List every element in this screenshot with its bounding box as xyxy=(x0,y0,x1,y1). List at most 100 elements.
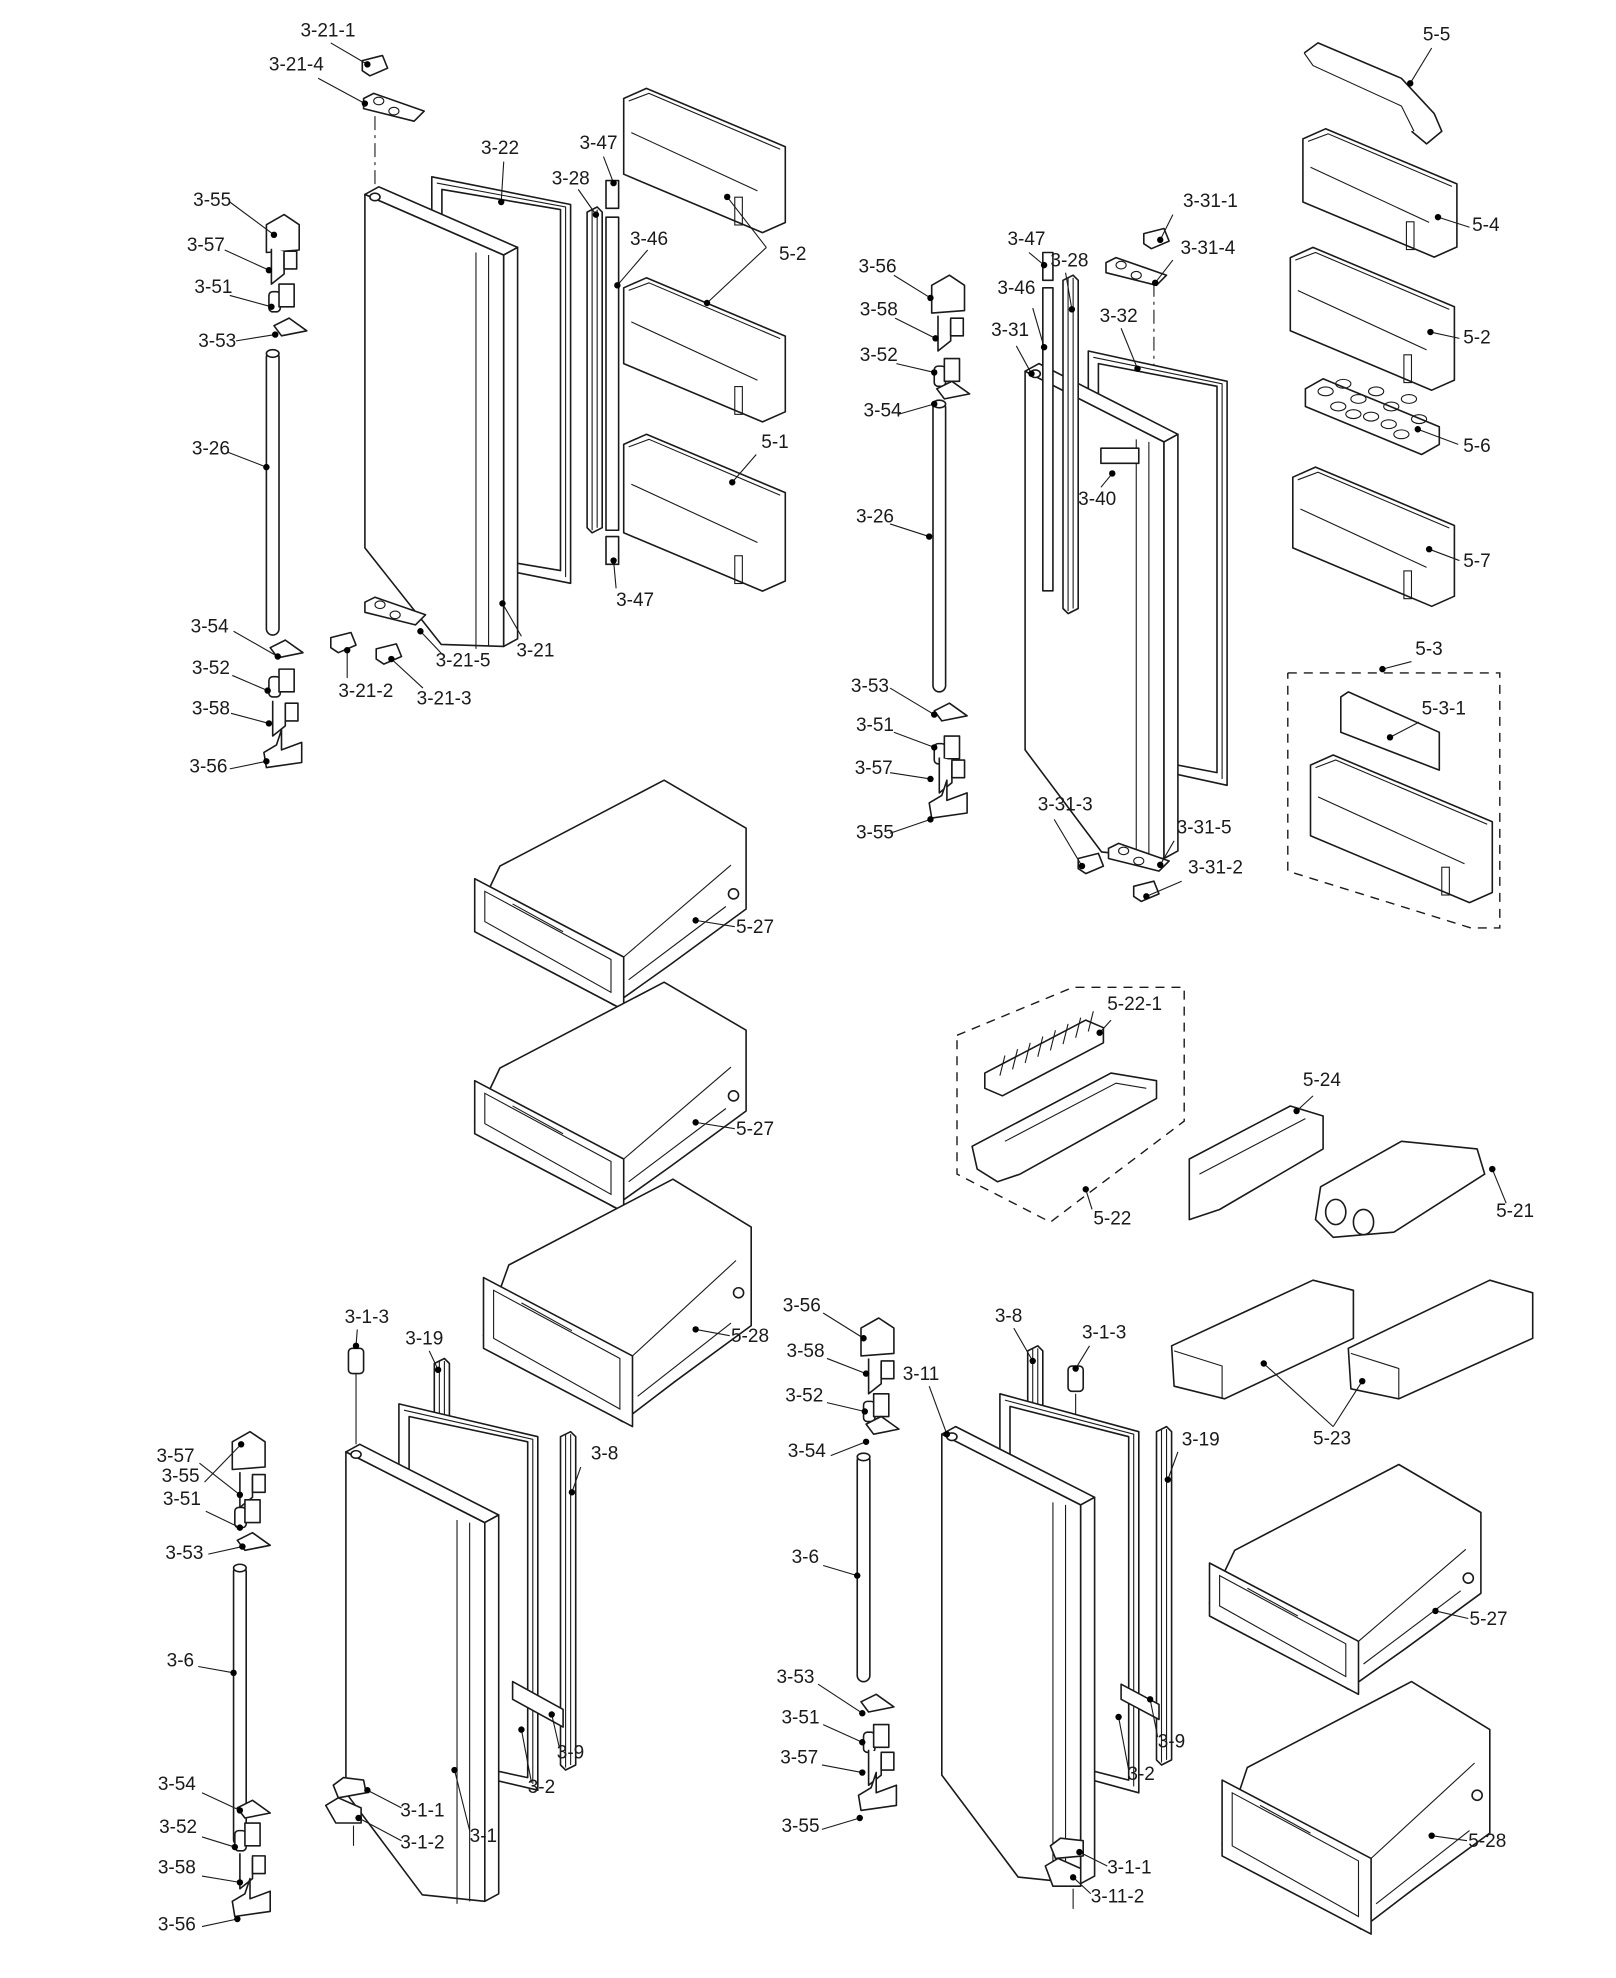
callout-3-47-b: 3-47 xyxy=(610,557,654,611)
leader-line xyxy=(229,294,272,308)
callout-dot xyxy=(859,1739,866,1746)
part-number-label: 3-46 xyxy=(997,278,1035,299)
callout-3-8-b: 3-8 xyxy=(995,1306,1036,1365)
callout-dot xyxy=(1028,370,1035,377)
part-number-label: 3-52 xyxy=(860,345,898,366)
leader-line xyxy=(821,1817,860,1830)
part-number-label: 3-8 xyxy=(591,1443,618,1464)
leader-line xyxy=(695,919,735,928)
part-number-label: 5-3-1 xyxy=(1422,699,1466,720)
part-number-label: 3-56 xyxy=(783,1296,821,1317)
door-basket-5-3-rim xyxy=(1315,759,1488,825)
label-plate-3-40 xyxy=(1100,447,1140,465)
door-basket-5-7-inner xyxy=(1300,508,1427,568)
egg-cup xyxy=(1410,414,1428,425)
pocket-bin-5-23-left xyxy=(1170,1279,1355,1400)
mullion-seal-3-28 xyxy=(586,206,604,534)
leader-line xyxy=(520,1729,533,1783)
callout-dot xyxy=(692,1326,699,1333)
leader-line xyxy=(201,1875,240,1883)
callout-dot xyxy=(610,557,617,564)
callout-dot xyxy=(268,303,275,310)
ejector-tooth xyxy=(1011,1049,1019,1070)
callout-3-53-d: 3-53 xyxy=(776,1667,866,1717)
callout-3-57-d: 3-57 xyxy=(780,1748,866,1776)
door-panel-3-11-side xyxy=(1079,1496,1096,1885)
hinge-bracket-3-57-plate xyxy=(283,250,298,270)
hinge-pin-3-52-lower-plate xyxy=(244,1822,261,1847)
ice-maker-frame-5-24 xyxy=(1188,1105,1324,1221)
hinge-cover-3-55 xyxy=(265,213,301,254)
part-number-label: 3-8 xyxy=(995,1306,1022,1327)
callout-5-23: 5-23 xyxy=(1260,1360,1366,1449)
crisper-drawer-5-27-right-front xyxy=(1208,1562,1360,1696)
callout-dot xyxy=(270,231,278,239)
part-number-label: 3-40 xyxy=(1078,489,1116,510)
callout-dot xyxy=(265,720,273,727)
egg-cup xyxy=(1380,419,1397,430)
callout-dot xyxy=(361,100,369,107)
crisper-drawer-5-28-right-front-panel xyxy=(1231,1791,1360,1918)
callout-dot xyxy=(263,758,270,765)
leader-line xyxy=(706,247,767,304)
callout-dot xyxy=(1115,1713,1122,1721)
part-number-label: 3-31-3 xyxy=(1038,795,1093,816)
leader-line xyxy=(822,1724,863,1743)
callout-dot xyxy=(230,1669,237,1677)
part-number-label: 3-56 xyxy=(158,1914,196,1935)
crisper-drawer-5-28-front xyxy=(482,1276,634,1428)
part-number-label: 3-53 xyxy=(198,331,236,352)
callout-dot xyxy=(388,655,395,663)
callout-5-2-a: 5-2 xyxy=(703,193,806,307)
callout-3-56-c: 3-56 xyxy=(158,1914,241,1935)
leader-line xyxy=(1435,1610,1469,1620)
assembly-outline-5-22 xyxy=(956,986,1185,1223)
callout-dot xyxy=(1109,470,1116,477)
part-number-label: 3-21-5 xyxy=(436,651,491,672)
part-number-label: 3-2 xyxy=(528,1777,555,1798)
hinge-pin-3-51-right-plate xyxy=(943,735,961,760)
leader-line xyxy=(1154,259,1174,284)
callout-dot xyxy=(231,1843,239,1851)
callout-3-21-4: 3-21-4 xyxy=(269,55,369,107)
part-number-label: 5-27 xyxy=(736,1119,774,1140)
leader-line xyxy=(201,1836,235,1848)
callout-dot xyxy=(548,1711,555,1718)
part-number-label: 3-31-4 xyxy=(1180,238,1235,259)
part-number-label: 5-2 xyxy=(779,244,806,265)
lower-hinge-3-31-5-hole xyxy=(1133,856,1145,866)
ejector-tooth xyxy=(1037,1036,1044,1057)
callout-dot xyxy=(859,1710,866,1717)
part-number-label: 3-19 xyxy=(1182,1430,1220,1451)
ice-tray-5-21-knob xyxy=(1324,1198,1347,1226)
door-basket-5-2-right-inner xyxy=(1297,290,1427,351)
callout-dot xyxy=(239,1543,246,1550)
callout-5-28-a: 5-28 xyxy=(692,1326,769,1347)
leader-line xyxy=(317,77,366,105)
part-number-label: 3-31-2 xyxy=(1188,858,1243,879)
hinge-pin-3-51-plate xyxy=(278,283,295,308)
part-number-label: 5-28 xyxy=(731,1326,769,1347)
callout-dot xyxy=(1069,1874,1077,1881)
door-gasket-3-2-lip xyxy=(403,1409,534,1784)
door-basket-5-2-mid-body xyxy=(622,276,787,423)
part-number-label: 3-26 xyxy=(192,439,230,460)
hinge-bracket-3-58-lower-right-plate xyxy=(880,1360,895,1380)
leader-line xyxy=(889,772,931,780)
callout-dot xyxy=(932,335,939,342)
leader-line xyxy=(821,1764,863,1774)
leader-line xyxy=(1149,1699,1159,1738)
callout-3-31-4: 3-31-4 xyxy=(1151,238,1236,286)
callout-dot xyxy=(1040,261,1048,269)
door-basket-5-7-clip xyxy=(1403,570,1413,600)
egg-cup xyxy=(1362,411,1380,422)
part-number-label: 5-2 xyxy=(1463,327,1490,348)
part-number-label: 3-58 xyxy=(787,1341,825,1362)
hinge-bracket-3-57-right-plate xyxy=(951,759,966,779)
leader-line xyxy=(1065,272,1073,310)
leader-line xyxy=(1015,345,1032,374)
handle-rod-3-6-cap xyxy=(232,1563,247,1573)
callout-5-21: 5-21 xyxy=(1489,1165,1534,1222)
ejector-tooth xyxy=(999,1055,1006,1076)
crisper-drawer-5-27-top-rim-line xyxy=(623,864,732,958)
